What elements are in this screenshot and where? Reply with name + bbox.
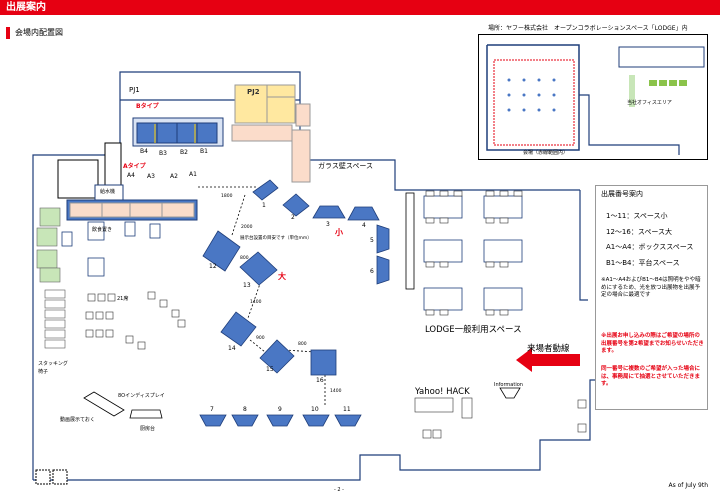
dimension-label: 900 xyxy=(256,336,265,341)
booth-number: 9 xyxy=(278,406,282,413)
inset-venue-label: 会場（赤線範囲内） xyxy=(523,150,569,156)
booth-b2 xyxy=(176,122,198,144)
section-marker xyxy=(6,27,10,39)
legend-title: 出展番号案内 xyxy=(601,190,643,198)
small-label: 小 xyxy=(335,228,343,237)
dimension-label: 2000 xyxy=(241,225,253,230)
visitor-flow-arrow xyxy=(516,348,580,372)
large-label: 大 xyxy=(278,272,286,281)
as-of-date: As of July 9th xyxy=(668,482,709,489)
b-type-label: Bタイプ xyxy=(136,103,159,110)
green-stack xyxy=(36,207,61,283)
label-b3: B3 xyxy=(159,150,167,157)
booth-guide-lines xyxy=(198,186,326,405)
legend-panel xyxy=(595,185,708,410)
booth-number: 2 xyxy=(291,214,295,221)
booth-number: 10 xyxy=(311,406,319,413)
label-a4: A4 xyxy=(127,172,135,179)
booth-number: 7 xyxy=(210,406,214,413)
seating-tables xyxy=(85,291,186,350)
dimension-label: 1400 xyxy=(330,389,342,394)
a-type-label: Aタイプ xyxy=(123,163,146,170)
section-title: 会場内配置図 xyxy=(15,28,63,37)
inshoku-label: 飲食置き xyxy=(92,227,113,233)
booth-number: 5 xyxy=(370,237,374,244)
stacking-label: スタッキング椅子 xyxy=(38,361,68,375)
information-label: Information xyxy=(494,382,523,388)
display-label: 8Oインディスプレイ xyxy=(118,393,165,399)
inset-drawing xyxy=(486,44,705,155)
glass-wall-label: ガラス壁スペース xyxy=(318,162,374,170)
booth-number: 11 xyxy=(343,406,351,413)
pj2-label: PJ2 xyxy=(247,88,260,96)
legend-row: 1～11：スペース小 xyxy=(606,212,668,220)
label-a1: A1 xyxy=(189,171,197,178)
lodge-tables xyxy=(423,195,523,311)
booth-number: 13 xyxy=(243,282,251,289)
visitor-flow-label: 来場者動線 xyxy=(527,344,570,354)
pj2-block-1 xyxy=(234,84,268,124)
label-b4: B4 xyxy=(140,148,148,155)
yahoo-hack-label: Yahoo! HACK xyxy=(415,387,470,397)
pj2-block-3 xyxy=(291,129,311,183)
chuubou-label: 厨房台 xyxy=(140,426,156,432)
booth-b4 xyxy=(136,122,158,144)
guide-text: 展示台設置の目安です（単位mm） xyxy=(240,236,312,241)
booth-number: 14 xyxy=(228,345,236,352)
dimension-label: 1400 xyxy=(250,300,262,305)
legend-notice-1: ※出展お申し込みの際はご希望の場所の出展番号を第2希望までお知らせいただきます。 xyxy=(601,333,704,354)
legend-row: A1～A4：ボックススペース xyxy=(606,243,694,251)
movable-label: 動画展示ておく xyxy=(60,417,95,423)
lodge-space-label: LODGE一般利用スペース xyxy=(425,325,522,335)
small-booths xyxy=(199,179,390,427)
pj1-label: PJ1 xyxy=(129,86,140,94)
booth-b1 xyxy=(196,122,218,144)
large-booths xyxy=(202,230,337,376)
booth-number: 8 xyxy=(243,406,247,413)
legend-row: B1～B4：平台スペース xyxy=(606,259,680,267)
dimension-label: 800 xyxy=(298,342,307,347)
legend-row: 12～16：スペース大 xyxy=(606,228,672,236)
stacking-chairs xyxy=(44,289,66,349)
inset-map: 会場（赤線範囲内） 当社オフィスエリア xyxy=(478,34,708,160)
label-a2: A2 xyxy=(170,173,178,180)
inset-caption: 場所：ヤフー株式会社 オープンコラボレーションスペース「LODGE」内 xyxy=(488,25,688,32)
booth-number: 16 xyxy=(316,377,324,384)
header-bar xyxy=(0,0,720,15)
booth-number: 4 xyxy=(362,222,366,229)
seats-label: 21席 xyxy=(117,296,129,302)
kyuusuiki-box xyxy=(57,159,99,199)
booth-number: 1 xyxy=(262,202,266,209)
booth-number: 15 xyxy=(266,366,274,373)
booth-number: 6 xyxy=(370,268,374,275)
dimension-label: 800 xyxy=(240,256,249,261)
legend-note: ※A1～A4およびB1～B4は照明をやや暗めにするため、光を放つ出展物を出展予定… xyxy=(601,277,701,298)
pj2-block-2 xyxy=(231,124,293,142)
dimension-label: 1800 xyxy=(221,194,233,199)
page-title: 出展案内 xyxy=(6,2,46,13)
page-number: - 2 - xyxy=(334,487,344,493)
legend-notice-2: 同一番号に複数のご希望が入った場合には、事務局にて抽選とさせていただきます。 xyxy=(601,366,701,387)
booth-number: 12 xyxy=(209,263,217,270)
kyuusuiki-label: 給水機 xyxy=(100,189,116,195)
booth-number: 3 xyxy=(326,221,330,228)
label-b2: B2 xyxy=(180,149,188,156)
label-b1: B1 xyxy=(200,148,208,155)
label-a3: A3 xyxy=(147,173,155,180)
booth-b3 xyxy=(156,122,178,144)
inset-office-label: 当社オフィスエリア xyxy=(627,100,672,106)
